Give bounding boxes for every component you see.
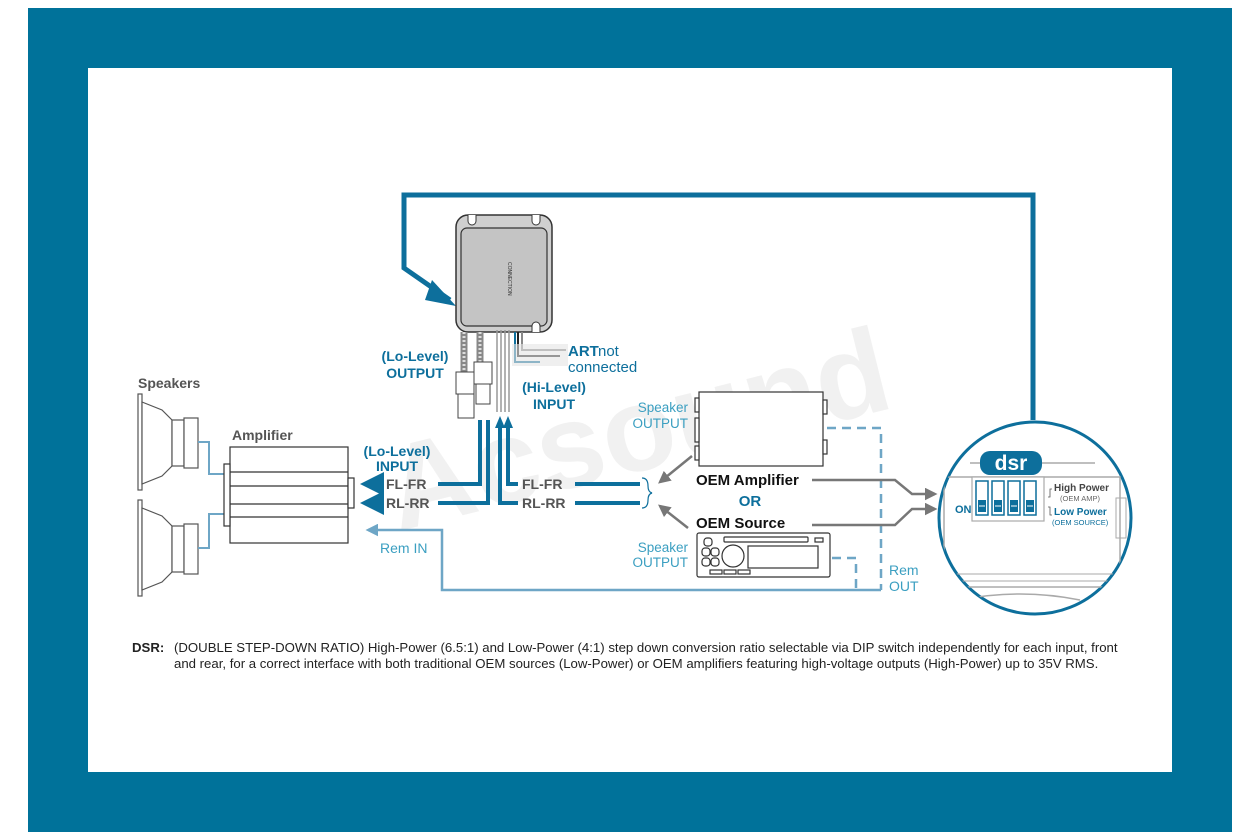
lo-level-output-label-1: (Lo-Level) (382, 348, 449, 364)
diagram-canvas (88, 68, 1172, 772)
brace-icon (641, 477, 653, 509)
speaker-output-bottom-2: OUTPUT (633, 555, 689, 570)
lo-level-output-cables (455, 332, 493, 419)
low-power-label: Low Power (1054, 507, 1107, 518)
high-power-bracket-icon (1048, 488, 1052, 498)
rem-in-line (365, 523, 881, 592)
dsr-logo-badge (980, 451, 1042, 475)
oem-amplifier-label: OEM Amplifier (696, 472, 799, 489)
speaker-output-top-2: OUTPUT (633, 416, 689, 431)
interface-device[interactable]: CONNECTION (455, 214, 553, 333)
fl-fr-left-label: FL-FR (386, 476, 426, 492)
lo-level-output-label-2: OUTPUT (386, 365, 444, 381)
speaker-output-top-1: Speaker (638, 400, 689, 415)
art-wires (512, 332, 568, 366)
lo-level-input-label-1: (Lo-Level) (364, 443, 431, 459)
speaker-front (137, 393, 199, 491)
dip-switch[interactable] (1023, 480, 1037, 516)
dsr-magnifier: dsr ON High Power (OEM AMP) Low Power (O… (937, 420, 1133, 616)
oem-source-head-unit[interactable] (696, 532, 831, 578)
amplifier (223, 446, 355, 544)
high-power-label: High Power (1054, 483, 1109, 494)
rem-in-label: Rem IN (380, 540, 427, 556)
lo-level-signal-lines (360, 420, 490, 515)
lo-level-input-label-2: INPUT (376, 458, 418, 474)
footnote-text: (DOUBLE STEP-DOWN RATIO) High-Power (6.5… (174, 640, 1118, 671)
dsr-logo: dsr (995, 452, 1028, 475)
art-label-rest: not (598, 343, 620, 360)
speaker-rear (137, 499, 199, 597)
dsr-feedback-line (401, 192, 1036, 420)
dip-switch[interactable] (991, 480, 1005, 516)
low-power-sub-label: (OEM SOURCE) (1052, 518, 1109, 527)
rl-rr-left-label: RL-RR (386, 495, 430, 511)
hi-level-input-label-2: INPUT (533, 396, 575, 412)
rl-rr-right-label: RL-RR (522, 495, 566, 511)
rem-out-dashed-lines (827, 426, 883, 590)
dip-switch[interactable] (1007, 480, 1021, 516)
oem-to-brace-arrows (658, 455, 693, 529)
hi-level-input-wires (496, 330, 510, 412)
oem-source-label: OEM Source (696, 515, 785, 532)
hi-level-input-label-1: (Hi-Level) (522, 379, 586, 395)
dip-switches (975, 480, 1037, 516)
oem-to-dsr-arrows (812, 478, 938, 527)
amplifier-label: Amplifier (232, 427, 293, 443)
speaker-wires (198, 441, 226, 549)
dsr-footnote: DSR: (DOUBLE STEP-DOWN RATIO) High-Power… (132, 640, 1122, 672)
feedback-arrowhead-icon (425, 280, 456, 306)
speaker-output-bottom-1: Speaker (638, 540, 689, 555)
or-label: OR (739, 493, 762, 510)
art-label-bold: ART (568, 343, 599, 360)
fl-fr-right-label: FL-FR (522, 476, 562, 492)
device-brand-label: CONNECTION (506, 262, 512, 296)
hi-level-signal-lines (495, 416, 640, 505)
oem-amplifier[interactable] (694, 391, 828, 467)
speakers-label: Speakers (138, 375, 200, 391)
high-power-sub-label: (OEM AMP) (1060, 494, 1101, 503)
dip-switch[interactable] (975, 480, 989, 516)
rem-out-label-2: OUT (889, 578, 919, 594)
low-power-bracket-icon (1048, 506, 1052, 516)
footnote-label: DSR: (132, 640, 165, 655)
rem-out-label-1: Rem (889, 562, 919, 578)
dip-on-label: ON (955, 504, 972, 516)
art-label-connected: connected (568, 359, 637, 376)
